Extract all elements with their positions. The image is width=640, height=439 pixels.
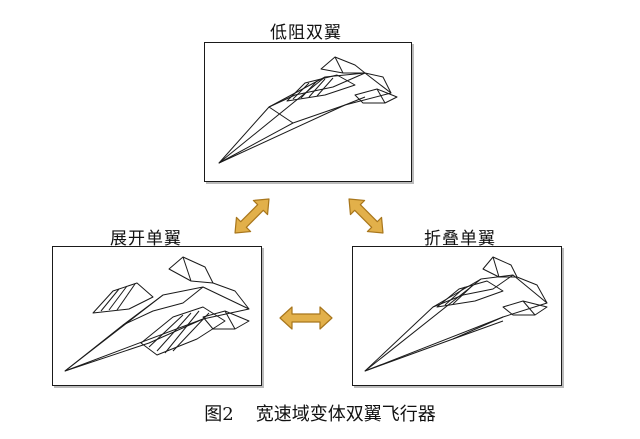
aircraft-low-drag-biplane bbox=[218, 56, 398, 164]
state-frame-low-drag-biplane bbox=[204, 42, 412, 182]
figure-title: 宽速域变体双翼飞行器 bbox=[255, 404, 436, 425]
state-frame-deployed-monoplane bbox=[52, 246, 262, 386]
figure-number: 图2 bbox=[204, 404, 234, 425]
figure-caption: 图2 宽速域变体双翼飞行器 bbox=[0, 400, 640, 426]
aircraft-deployed-monoplane bbox=[64, 256, 250, 372]
double-arrow-icon bbox=[234, 198, 270, 234]
transition-arrow-left-right bbox=[279, 306, 333, 330]
state-frame-folded-monoplane bbox=[352, 246, 562, 386]
double-arrow-icon bbox=[348, 198, 384, 234]
double-arrow-icon bbox=[279, 306, 333, 330]
state-label-folded-monoplane: 折叠单翼 bbox=[424, 229, 496, 249]
aircraft-folded-monoplane bbox=[364, 256, 548, 372]
state-label-low-drag-biplane: 低阻双翼 bbox=[270, 23, 342, 43]
transition-arrow-right-top bbox=[348, 198, 384, 234]
state-label-deployed-monoplane: 展开单翼 bbox=[110, 229, 182, 249]
transition-arrow-left-top bbox=[234, 198, 270, 234]
